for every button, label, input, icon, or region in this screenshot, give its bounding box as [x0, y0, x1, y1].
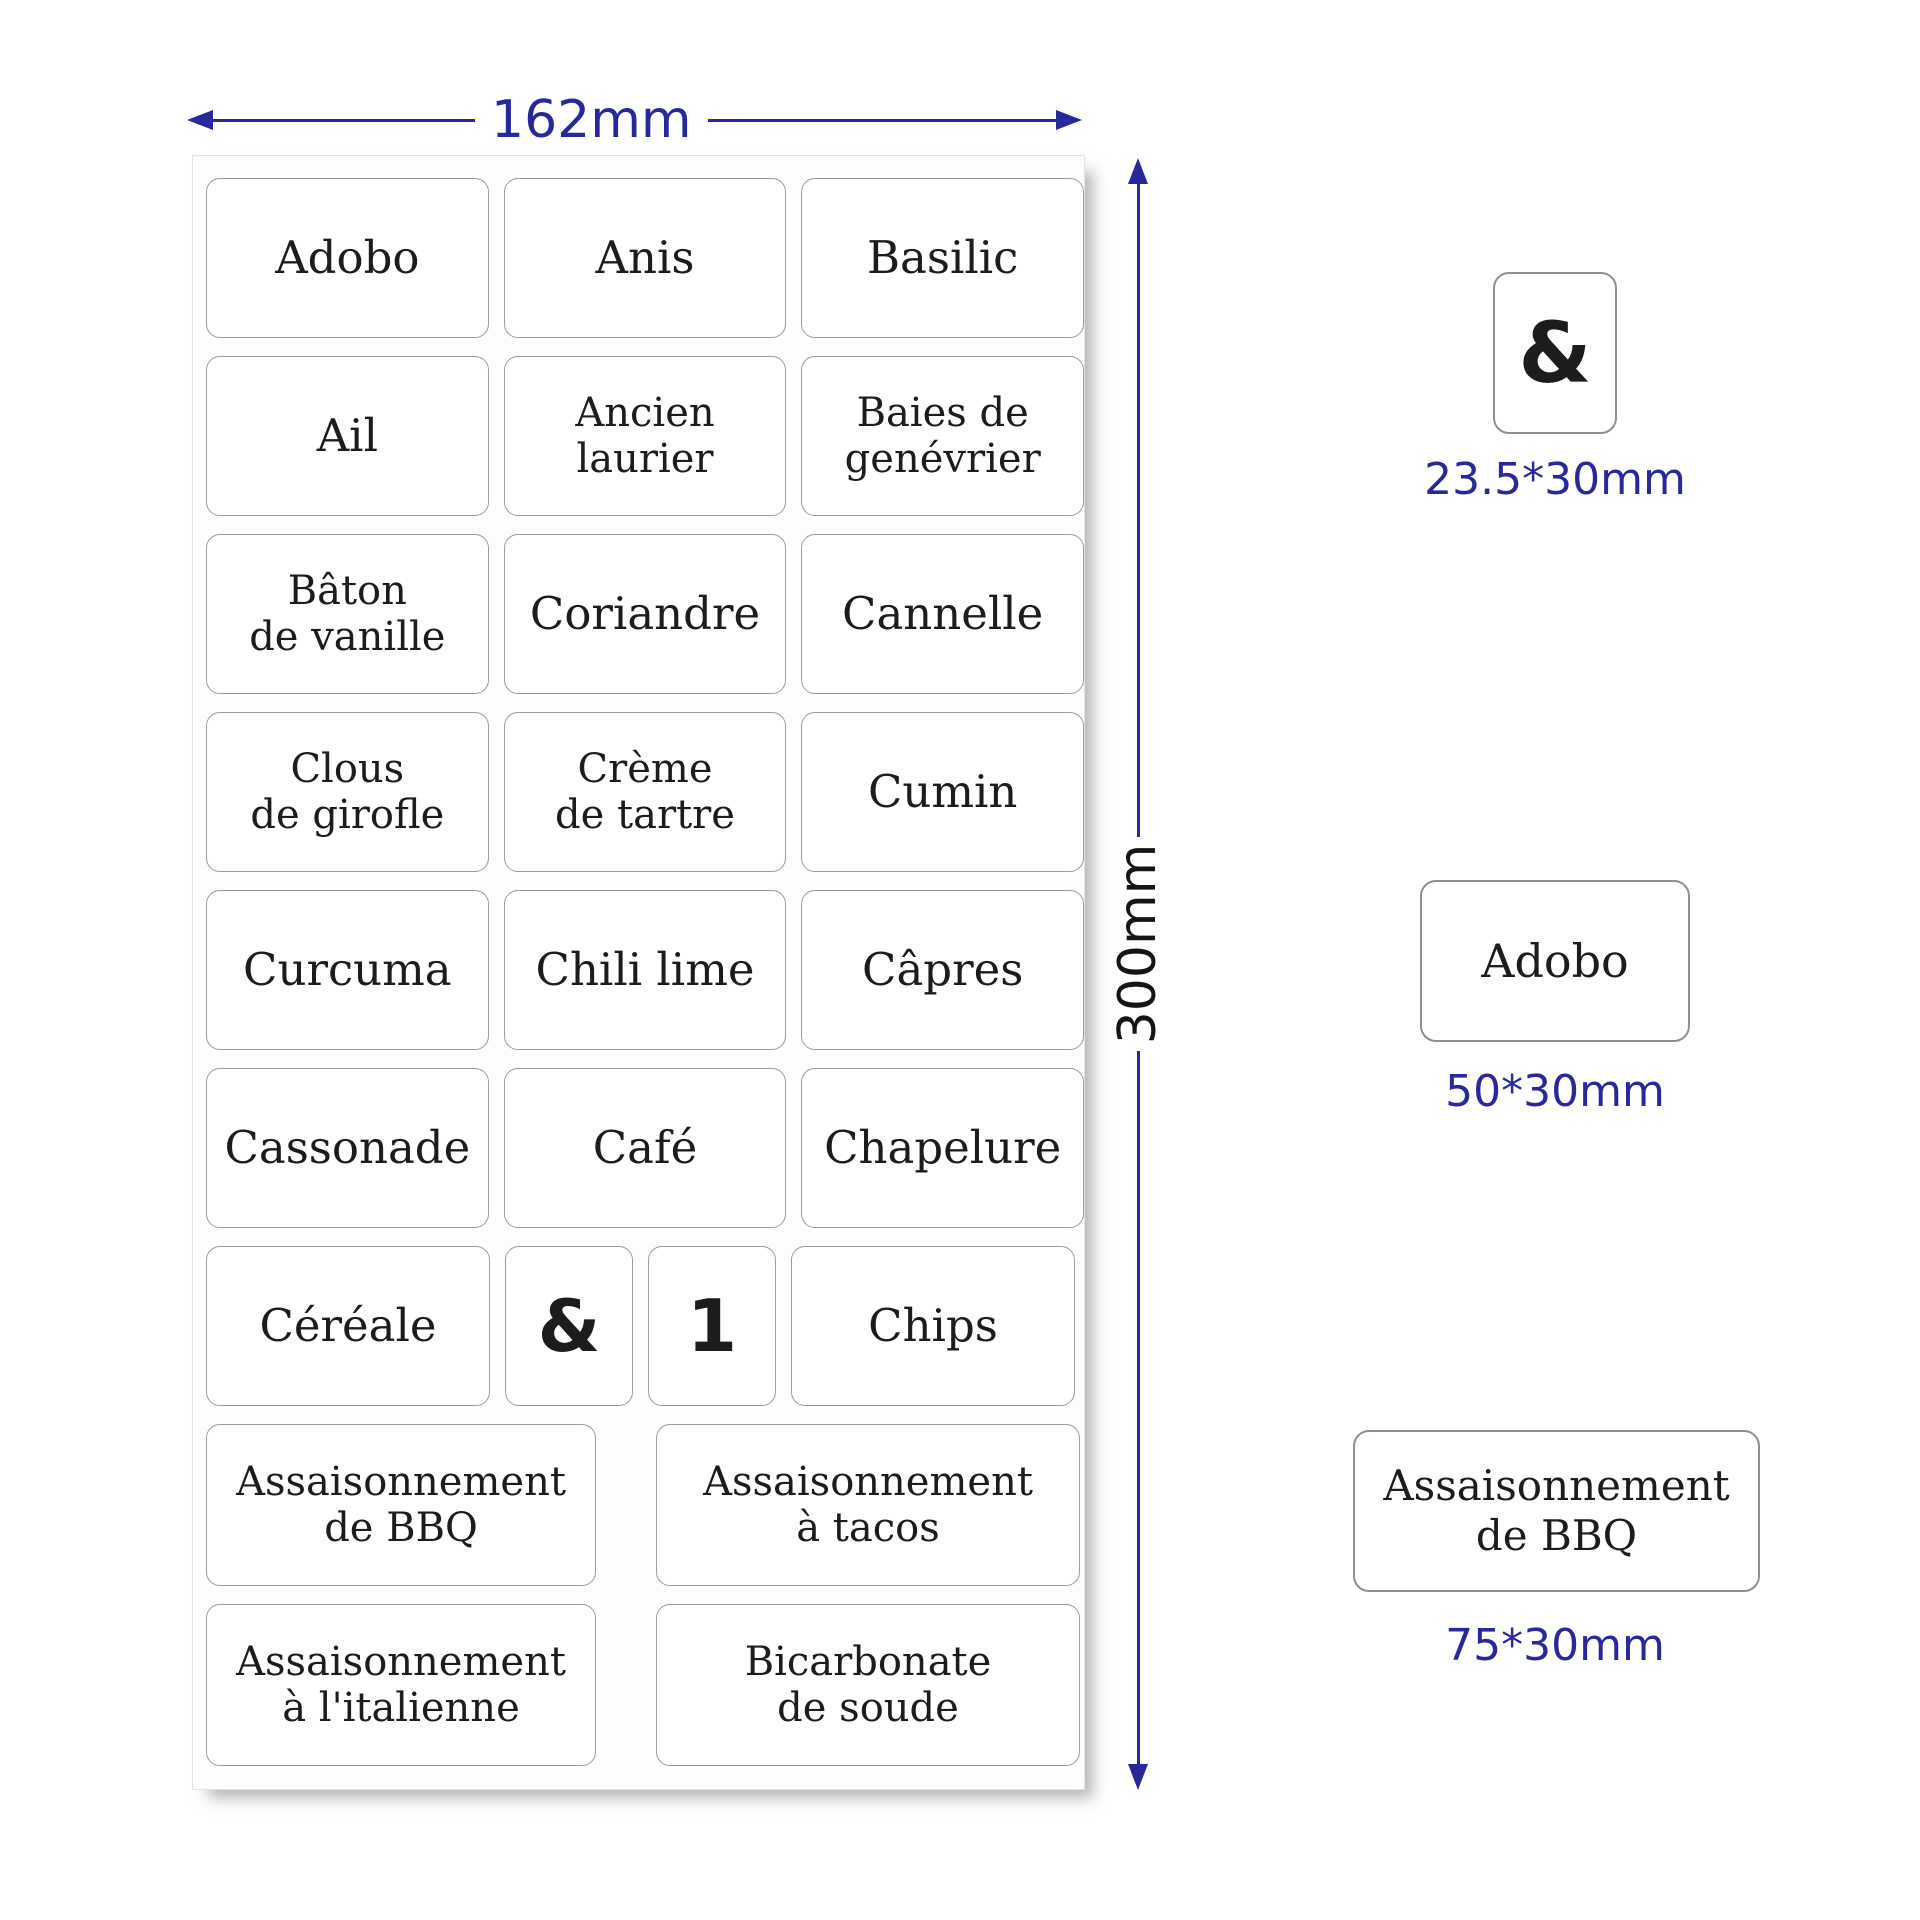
spice-label: Curcuma [206, 890, 489, 1050]
sample-size-label: 75*30mm [1445, 1620, 1665, 1671]
spice-label: Baies de genévrier [801, 356, 1085, 516]
spice-label: Ancien laurier [503, 356, 787, 516]
spice-label: Assaisonnement à l'italienne [206, 1604, 596, 1766]
spice-label-text: Baies de genévrier [844, 390, 1041, 482]
sheet-row: Bâton de vanille Coriandre Cannelle [206, 534, 1085, 694]
arrow-right-icon [1056, 110, 1082, 130]
spice-label-text: & [537, 1283, 601, 1368]
width-dimension: 162mm [187, 90, 1082, 150]
spice-label: Ail [206, 356, 489, 516]
spice-label-text: Chips [868, 1299, 998, 1353]
sheet-row: Adobo Anis Basilic [206, 178, 1085, 338]
spice-label: Basilic [801, 178, 1085, 338]
spice-label: Chapelure [801, 1068, 1085, 1228]
spice-label-text: Câpres [862, 943, 1024, 997]
spice-label: Café [503, 1068, 787, 1228]
spice-label: Chips [791, 1246, 1075, 1406]
sheet-row: Assaisonnement à l'italienne Bicarbonate … [206, 1604, 1084, 1766]
sample-label-text: Assaisonnement de BBQ [1383, 1461, 1730, 1560]
dimension-line [1136, 1051, 1140, 1764]
dimension-line [213, 118, 475, 122]
spice-label: Coriandre [503, 534, 787, 694]
spice-label: Assaisonnement de BBQ [206, 1424, 596, 1586]
spice-label: Bicarbonate de soude [656, 1604, 1080, 1766]
spice-label: Cassonade [206, 1068, 489, 1228]
spice-label-text: 1 [686, 1283, 738, 1368]
spice-label: Crème de tartre [503, 712, 787, 872]
sample-label-text: Adobo [1481, 934, 1629, 988]
sheet-width-label: 162mm [491, 90, 692, 150]
spice-label: Assaisonnement à tacos [656, 1424, 1080, 1586]
spice-label: Bâton de vanille [206, 534, 489, 694]
spice-label-text: Coriandre [529, 587, 761, 641]
spice-label-text: Bâton de vanille [249, 568, 446, 660]
spice-label: Cumin [801, 712, 1085, 872]
spice-label-text: Assaisonnement de BBQ [236, 1459, 566, 1551]
spice-label: & [505, 1246, 633, 1406]
arrow-left-icon [187, 110, 213, 130]
spice-label-text: Bicarbonate de soude [744, 1639, 992, 1731]
spice-label-text: Cannelle [842, 587, 1044, 641]
arrow-down-icon [1128, 1764, 1148, 1790]
spice-label-text: Anis [595, 231, 695, 285]
sheet-height-label: 300mm [1108, 843, 1168, 1045]
spice-label-text: Café [592, 1121, 698, 1175]
spice-label-text: Chapelure [824, 1121, 1062, 1175]
spice-label-text: Ail [316, 409, 378, 463]
sheet-row: Assaisonnement de BBQ Assaisonnement à ta… [206, 1424, 1084, 1586]
sheet-row: Ail Ancien laurier Baies de genévrier [206, 356, 1085, 516]
spice-label-text: Crème de tartre [555, 746, 735, 838]
spice-label: Céréale [206, 1246, 490, 1406]
sample-label-small: & [1493, 272, 1617, 434]
spice-label: Chili lime [503, 890, 787, 1050]
spice-label-text: Assaisonnement à l'italienne [236, 1639, 566, 1731]
spice-label: 1 [648, 1246, 776, 1406]
spice-label-text: Cassonade [224, 1121, 471, 1175]
spice-label-text: Assaisonnement à tacos [703, 1459, 1033, 1551]
sample-label-text: & [1518, 304, 1592, 402]
spice-label-text: Adobo [275, 231, 420, 285]
dimension-line [707, 118, 1056, 122]
sheet-row: Cassonade Café Chapelure [206, 1068, 1085, 1228]
spice-label-text: Curcuma [243, 943, 452, 997]
spice-label-text: Ancien laurier [575, 390, 715, 482]
sample-size-label: 23.5*30mm [1424, 454, 1686, 505]
spice-label: Anis [503, 178, 787, 338]
arrow-up-icon [1128, 158, 1148, 184]
spice-label: Cannelle [801, 534, 1085, 694]
spice-label: Clous de girofle [206, 712, 489, 872]
sheet-row: Céréale &1 Chips [206, 1246, 1084, 1406]
spice-label: Câpres [801, 890, 1085, 1050]
dimension-line [1136, 184, 1140, 837]
spice-label-text: Céréale [259, 1299, 437, 1353]
spice-label-text: Chili lime [535, 943, 755, 997]
sample-label-medium: Adobo [1420, 880, 1690, 1042]
sheet-row: Clous de girofle Crème de tartre Cumin [206, 712, 1085, 872]
sample-label-large: Assaisonnement de BBQ [1353, 1430, 1760, 1592]
spice-label-text: Cumin [867, 765, 1018, 819]
spice-label-text: Basilic [866, 231, 1019, 285]
sheet-row: Curcuma Chili lime Câpres [206, 890, 1085, 1050]
spice-label: Adobo [206, 178, 489, 338]
spice-label-text: Clous de girofle [250, 746, 445, 838]
height-dimension: 300mm [1108, 158, 1168, 1790]
sample-size-label: 50*30mm [1445, 1066, 1665, 1117]
